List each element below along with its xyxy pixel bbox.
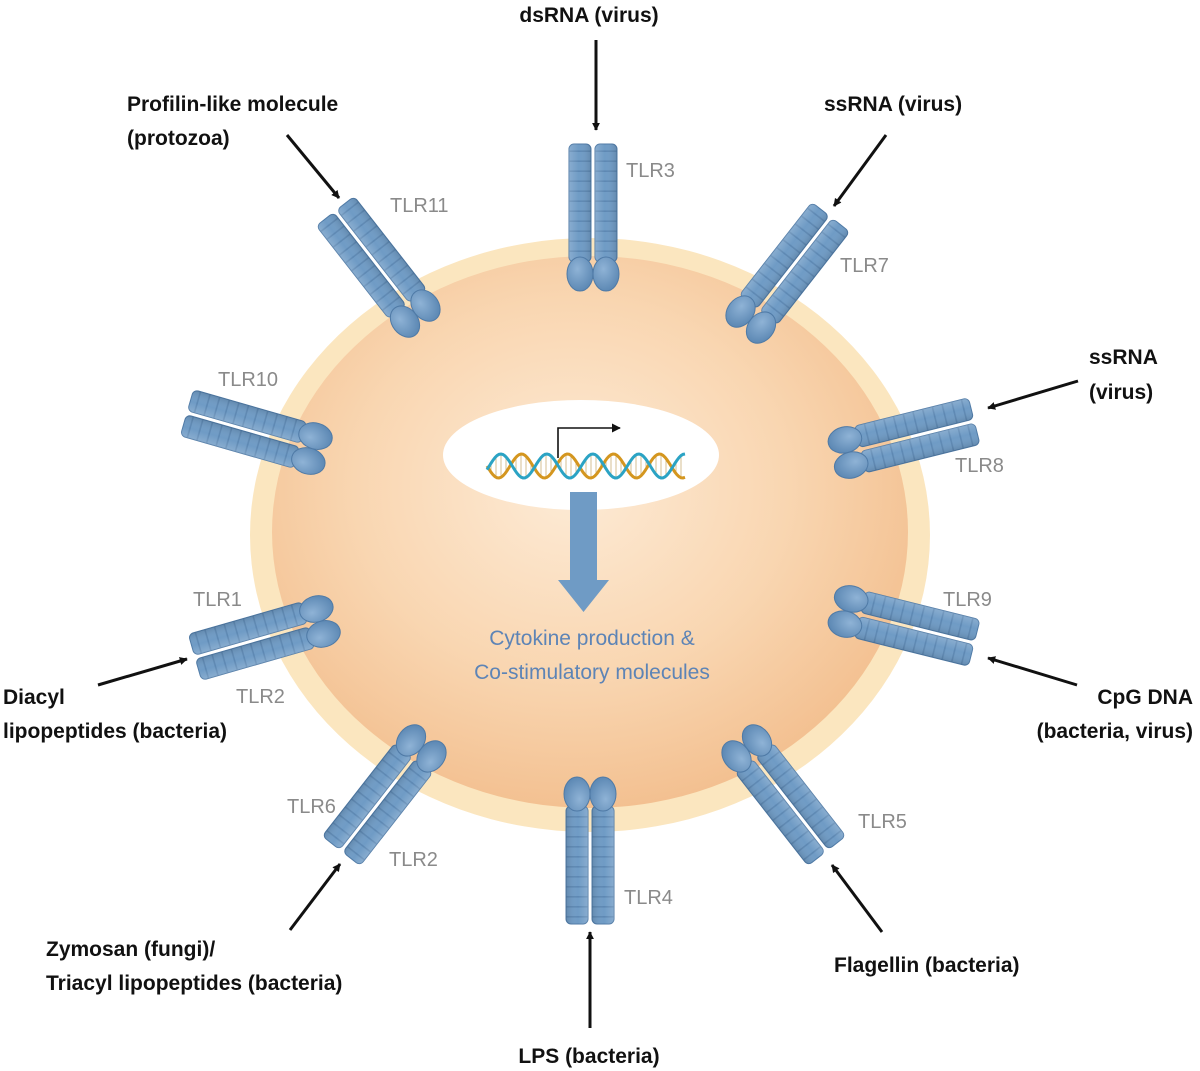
diacyl-label-line1: Diacyl xyxy=(3,686,65,709)
profilin-label-line1: Profilin-like molecule xyxy=(127,93,338,116)
tlr5-ectodomain-shade-1 xyxy=(757,745,844,848)
ssrna-tlr8-arrow xyxy=(987,379,1079,410)
tlr7-receptor xyxy=(725,203,849,344)
tlr3-tir-domain-1 xyxy=(566,256,594,292)
tlr4-receptor xyxy=(563,776,617,925)
output-line-2: Co-stimulatory molecules xyxy=(474,661,710,684)
tlr2-label-left: TLR2 xyxy=(236,686,285,708)
tlr11-tir-domain-2 xyxy=(410,289,441,322)
tlr6-tlr2-receptor xyxy=(323,724,447,865)
tlr8-tir-domain-2 xyxy=(833,451,869,479)
cpg-label-line2: (bacteria, virus) xyxy=(1037,720,1193,743)
tlr6-tlr2-ectodomain-shade-1 xyxy=(344,761,431,864)
tlr11-receptor xyxy=(317,197,441,338)
output-line-1: Cytokine production & xyxy=(489,627,694,650)
tlr10-ectodomain-shade-2 xyxy=(188,390,306,443)
tlr7-label: TLR7 xyxy=(840,255,889,277)
tlr5-receptor xyxy=(721,724,845,865)
tlr5-label: TLR5 xyxy=(858,811,907,833)
ligand-arrows xyxy=(97,40,1079,1028)
tlr8-receptor xyxy=(827,398,980,479)
tlr4-tir-domain-1 xyxy=(589,776,617,812)
cpg-arrow xyxy=(987,656,1078,687)
tlr3-ectodomain-shade-2 xyxy=(595,144,617,262)
profilin-label-line2: (protozoa) xyxy=(127,127,230,150)
tlr-labels: TLR3 TLR7 TLR8 TLR9 TLR5 TLR4 TLR6 TLR2 … xyxy=(193,160,1004,909)
tlr7-ectodomain-shade-2 xyxy=(761,220,848,323)
tlr9-receptor xyxy=(827,585,980,666)
tlr9-tir-domain-2 xyxy=(827,610,863,638)
tlr3-label: TLR3 xyxy=(626,160,675,182)
tlr3-tir-domain-2 xyxy=(592,256,620,292)
profilin-arrow xyxy=(285,134,341,199)
tlr11-label: TLR11 xyxy=(390,195,449,217)
ssrna-tlr8-label-line1: ssRNA xyxy=(1089,346,1158,369)
tlr4-tir-domain-2 xyxy=(563,776,591,812)
tlr10-tir-domain-2 xyxy=(298,422,333,450)
diacyl-label-line2: lipopeptides (bacteria) xyxy=(3,720,227,743)
flagellin-label: Flagellin (bacteria) xyxy=(834,954,1020,977)
zymosan-label-line2: Triacyl lipopeptides (bacteria) xyxy=(46,972,342,995)
dsrna-label: dsRNA (virus) xyxy=(519,4,658,27)
receptors-layer xyxy=(181,143,980,925)
flagellin-arrow xyxy=(830,864,884,933)
tlr1-tlr2-tir-domain-2 xyxy=(299,595,334,623)
tlr4-label: TLR4 xyxy=(624,887,673,909)
tlr11-ectodomain-shade-1 xyxy=(318,214,405,317)
tlr3-ectodomain-shade-1 xyxy=(569,144,591,262)
tlr6-tlr2-ectodomain-shade-2 xyxy=(324,745,411,848)
tlr9-ectodomain-shade-1 xyxy=(861,592,979,640)
tlr1-tlr2-ectodomain-shade-2 xyxy=(189,602,307,655)
nucleus xyxy=(443,400,719,510)
zymosan-label-line1: Zymosan (fungi)/ xyxy=(46,938,215,961)
tlr1-tlr2-ectodomain-shade-1 xyxy=(196,627,314,680)
tlr7-tir-domain-2 xyxy=(745,311,777,344)
ssrna-tlr8-label-line2: (virus) xyxy=(1089,381,1153,404)
tlr11-ectodomain-shade-2 xyxy=(338,198,425,301)
tlr7-ectodomain-shade-1 xyxy=(741,204,828,307)
nucleus-body xyxy=(443,400,719,510)
dna-strand-gold xyxy=(485,452,686,480)
tlr6-label: TLR6 xyxy=(287,796,336,818)
dna-strand-teal xyxy=(485,452,686,480)
tlr1-label: TLR1 xyxy=(193,589,242,611)
transcription-start-arrow xyxy=(557,423,621,458)
tlr9-ectodomain-shade-2 xyxy=(854,617,973,666)
ssrna-tlr7-label: ssRNA (virus) xyxy=(824,93,962,116)
tlr6-tlr2-tir-domain-2 xyxy=(395,724,427,757)
signaling-output-arrow xyxy=(558,492,609,612)
tlr5-tir-domain-2 xyxy=(721,740,752,773)
tlr2-label-lower: TLR2 xyxy=(389,849,438,871)
dna-helix xyxy=(485,452,686,480)
tlr3-receptor xyxy=(566,143,620,292)
tlr10-ectodomain-shade-1 xyxy=(181,415,299,468)
tlr8-ectodomain-shade-1 xyxy=(854,398,973,447)
zymosan-arrow xyxy=(288,863,342,931)
tlr8-ectodomain-shade-2 xyxy=(861,424,979,472)
tlr1-tlr2-receptor xyxy=(189,595,341,680)
tlr4-ectodomain-shade-2 xyxy=(566,806,588,924)
tlr10-label: TLR10 xyxy=(218,369,278,391)
tlr8-label: TLR8 xyxy=(955,455,1004,477)
cpg-label-line1: CpG DNA xyxy=(1097,686,1193,709)
lps-label: LPS (bacteria) xyxy=(518,1045,659,1068)
tlr4-ectodomain-shade-1 xyxy=(592,806,614,924)
diacyl-arrow xyxy=(97,657,188,687)
tlr9-label: TLR9 xyxy=(943,589,992,611)
tlr10-receptor xyxy=(181,390,333,475)
tlr5-ectodomain-shade-2 xyxy=(737,761,824,864)
ligand-labels: dsRNA (virus) ssRNA (virus) ssRNA (virus… xyxy=(3,4,1193,1068)
ssrna-tlr7-arrow xyxy=(832,134,888,207)
